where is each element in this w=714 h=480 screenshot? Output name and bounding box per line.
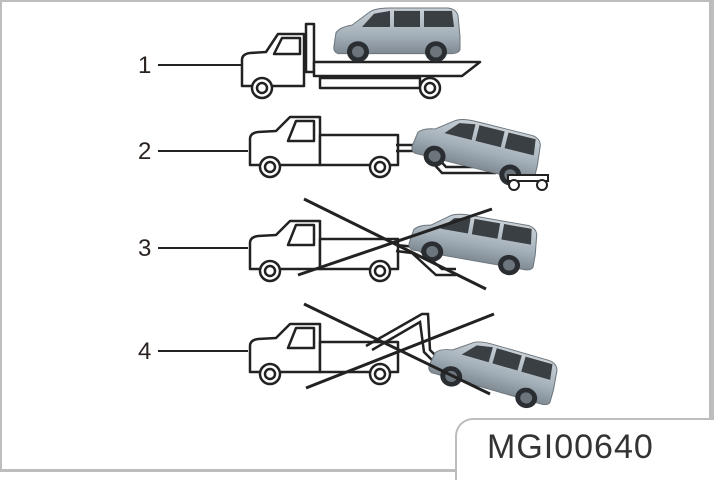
item-number: 3 <box>138 235 152 262</box>
tow-method-1: 1 <box>0 0 714 110</box>
item-number: 2 <box>138 138 152 165</box>
wheel-lift-dolly-illustration <box>248 107 549 192</box>
wheel-lift-ground-illustration <box>248 197 541 291</box>
sling-tow-illustration <box>248 302 562 415</box>
figure-code: MGI00640 <box>487 428 654 466</box>
leader-line <box>158 350 248 352</box>
tow-method-3: 3 <box>0 195 714 300</box>
item-number: 4 <box>138 338 152 365</box>
item-number: 1 <box>138 52 152 79</box>
leader-line <box>158 64 244 66</box>
flatbed-truck-illustration <box>240 7 482 100</box>
prohibited-cross-icon <box>297 197 493 291</box>
leader-line <box>158 247 248 249</box>
figure-code-box: MGI00640 <box>455 418 714 480</box>
tow-method-4: 4 <box>0 300 714 415</box>
prohibited-cross-icon <box>303 302 495 396</box>
tow-method-2: 2 <box>0 100 714 200</box>
leader-line <box>158 150 248 152</box>
